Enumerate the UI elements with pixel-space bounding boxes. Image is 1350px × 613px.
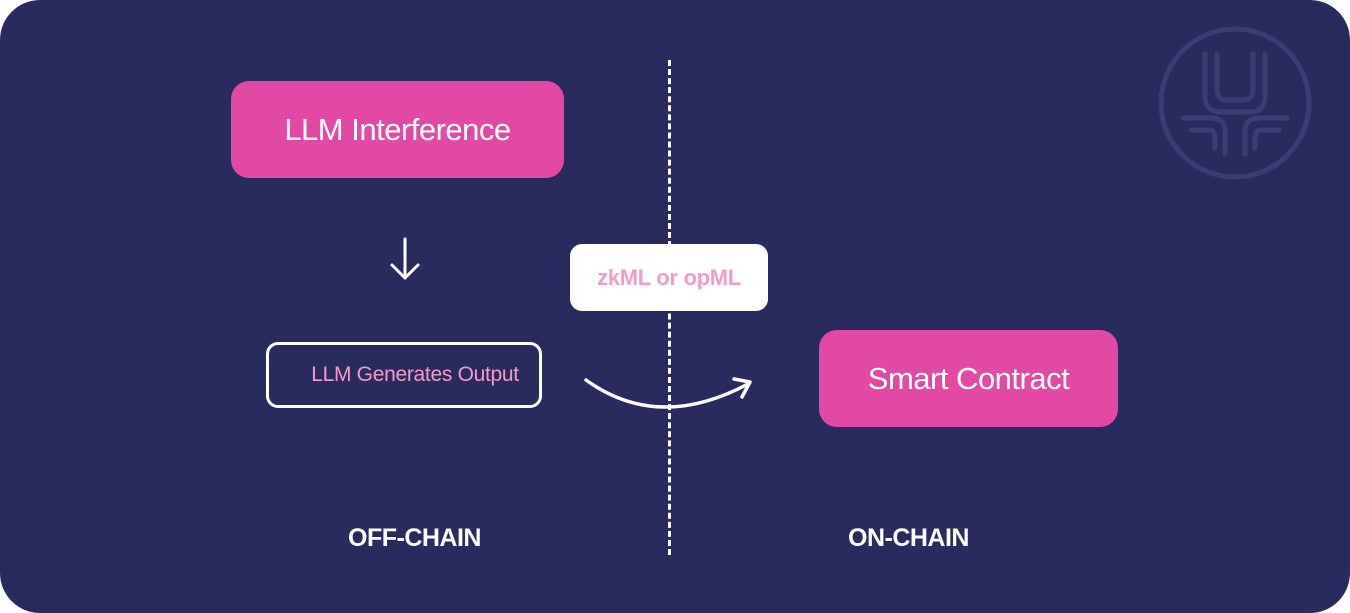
curved-arrow-icon	[584, 377, 752, 409]
llm-inference-label: LLM Interference	[284, 111, 511, 147]
on-chain-label: ON-CHAIN	[848, 524, 970, 552]
off-chain-label: OFF-CHAIN	[348, 524, 481, 552]
smart-contract-node: Smart Contract	[819, 330, 1118, 427]
arrow-down-icon	[390, 237, 420, 280]
llm-output-label: LLM Generates Output	[311, 363, 519, 386]
smart-contract-label: Smart Contract	[867, 360, 1070, 396]
llm-output-node: LLM Generates Output	[266, 342, 542, 408]
logo-watermark-icon	[1158, 26, 1312, 180]
llm-inference-node: LLM Interference	[231, 81, 564, 178]
verification-label: zkML or opML	[597, 264, 741, 290]
verification-badge: zkML or opML	[570, 244, 768, 311]
